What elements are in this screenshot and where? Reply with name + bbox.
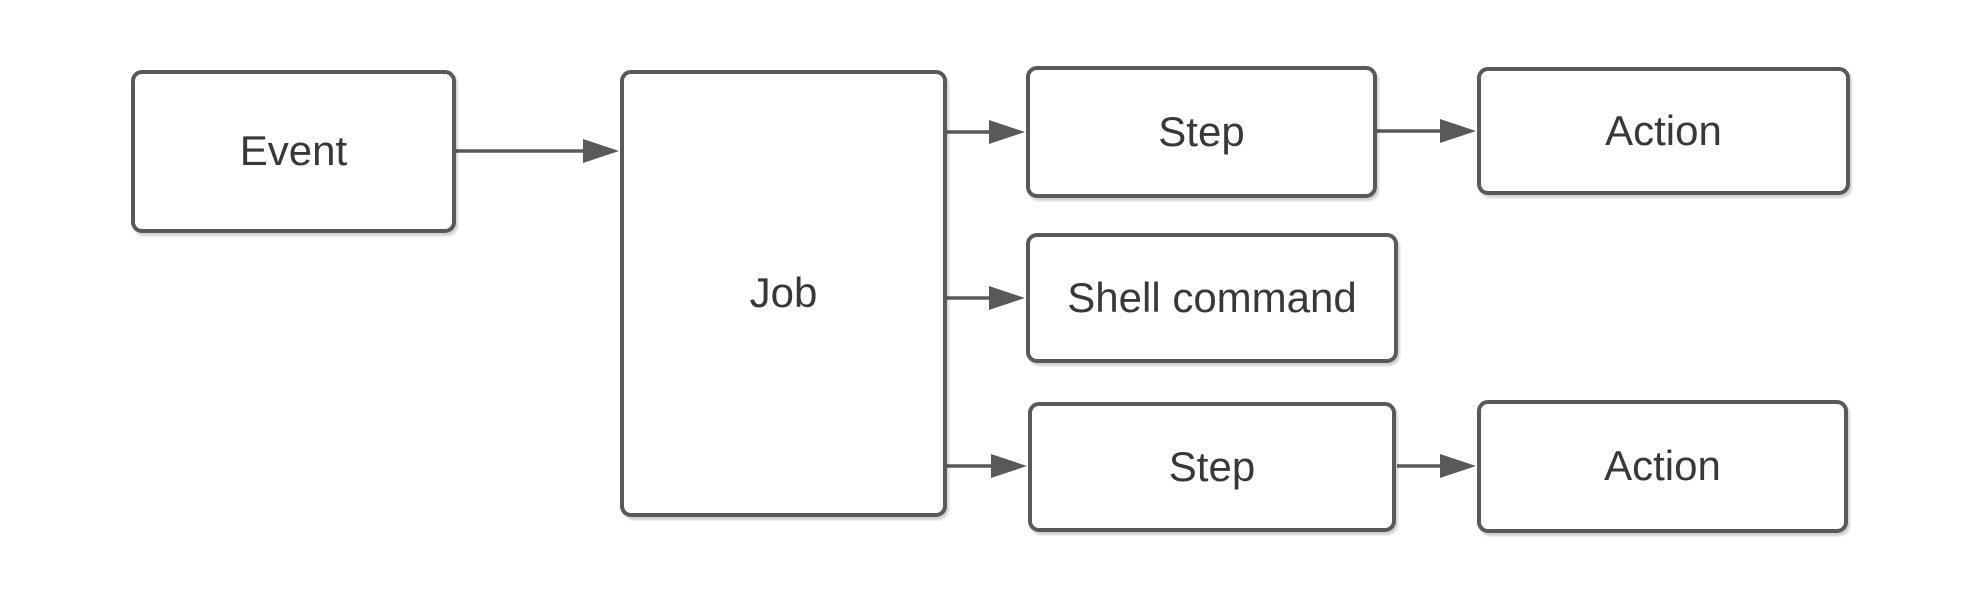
connector-job-shell-command bbox=[947, 286, 1025, 310]
node-step-bottom[interactable]: Step bbox=[1028, 402, 1396, 532]
node-event-label: Event bbox=[239, 127, 348, 175]
node-shell-command-label: Shell command bbox=[1067, 273, 1357, 321]
connector-event-job bbox=[456, 139, 619, 163]
node-shell-command[interactable]: Shell command bbox=[1026, 233, 1398, 363]
node-action-top-label: Action bbox=[1605, 106, 1722, 154]
node-step-bottom-label: Step bbox=[1168, 442, 1256, 490]
connector-step-top-action-top bbox=[1377, 119, 1476, 143]
node-action-top[interactable]: Action bbox=[1477, 67, 1850, 195]
node-action-bottom[interactable]: Action bbox=[1477, 400, 1848, 533]
node-job[interactable]: Job bbox=[620, 70, 947, 517]
node-step-top[interactable]: Step bbox=[1026, 66, 1377, 198]
node-event[interactable]: Event bbox=[131, 70, 456, 233]
node-action-bottom-label: Action bbox=[1604, 442, 1721, 490]
connector-job-step-bottom bbox=[947, 454, 1027, 478]
connector-step-bottom-action-bottom bbox=[1397, 454, 1476, 478]
node-job-label: Job bbox=[749, 269, 818, 317]
node-step-top-label: Step bbox=[1158, 107, 1245, 155]
connector-job-step-top bbox=[947, 120, 1025, 144]
